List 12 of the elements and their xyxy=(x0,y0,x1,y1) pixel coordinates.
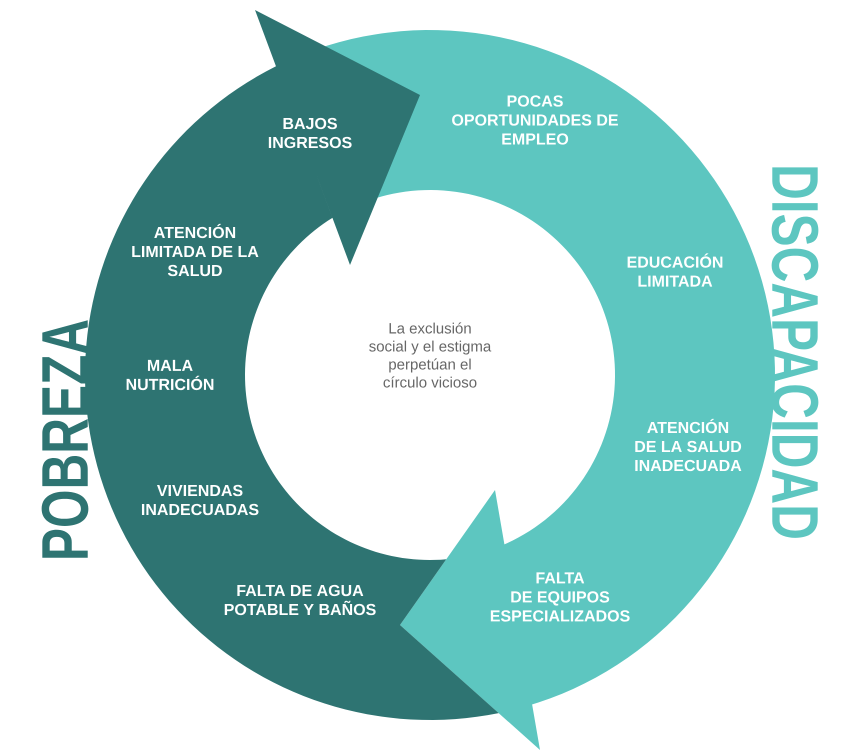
band-label: FALTA DE AGUA POTABLE Y BAÑOS xyxy=(224,584,376,616)
center-text: La exclusión social y el estigma perpetúan el círculo vicioso xyxy=(369,322,492,388)
band-label: EDUCACIÓN LIMITADA xyxy=(628,253,722,287)
band-label: MALA NUTRICIÓN xyxy=(126,360,214,390)
band-label: BAJOS INGRESOS xyxy=(268,118,352,148)
band-label: VIVIENDAS INADECUADAS xyxy=(142,484,258,516)
band-label: ATENCIÓN DE LA SALUD INADECUADA xyxy=(635,418,742,472)
band-label: ATENCIÓN LIMITADA DE LA SALUD xyxy=(132,224,258,276)
band-heading: POBREZA xyxy=(42,320,88,558)
band-label: FALTA DE EQUIPOS ESPECIALIZADOS xyxy=(490,572,630,622)
band-heading: DISCAPACIDAD xyxy=(772,167,818,538)
band-label: POCAS OPORTUNIDADES DE EMPLEO xyxy=(452,95,618,145)
